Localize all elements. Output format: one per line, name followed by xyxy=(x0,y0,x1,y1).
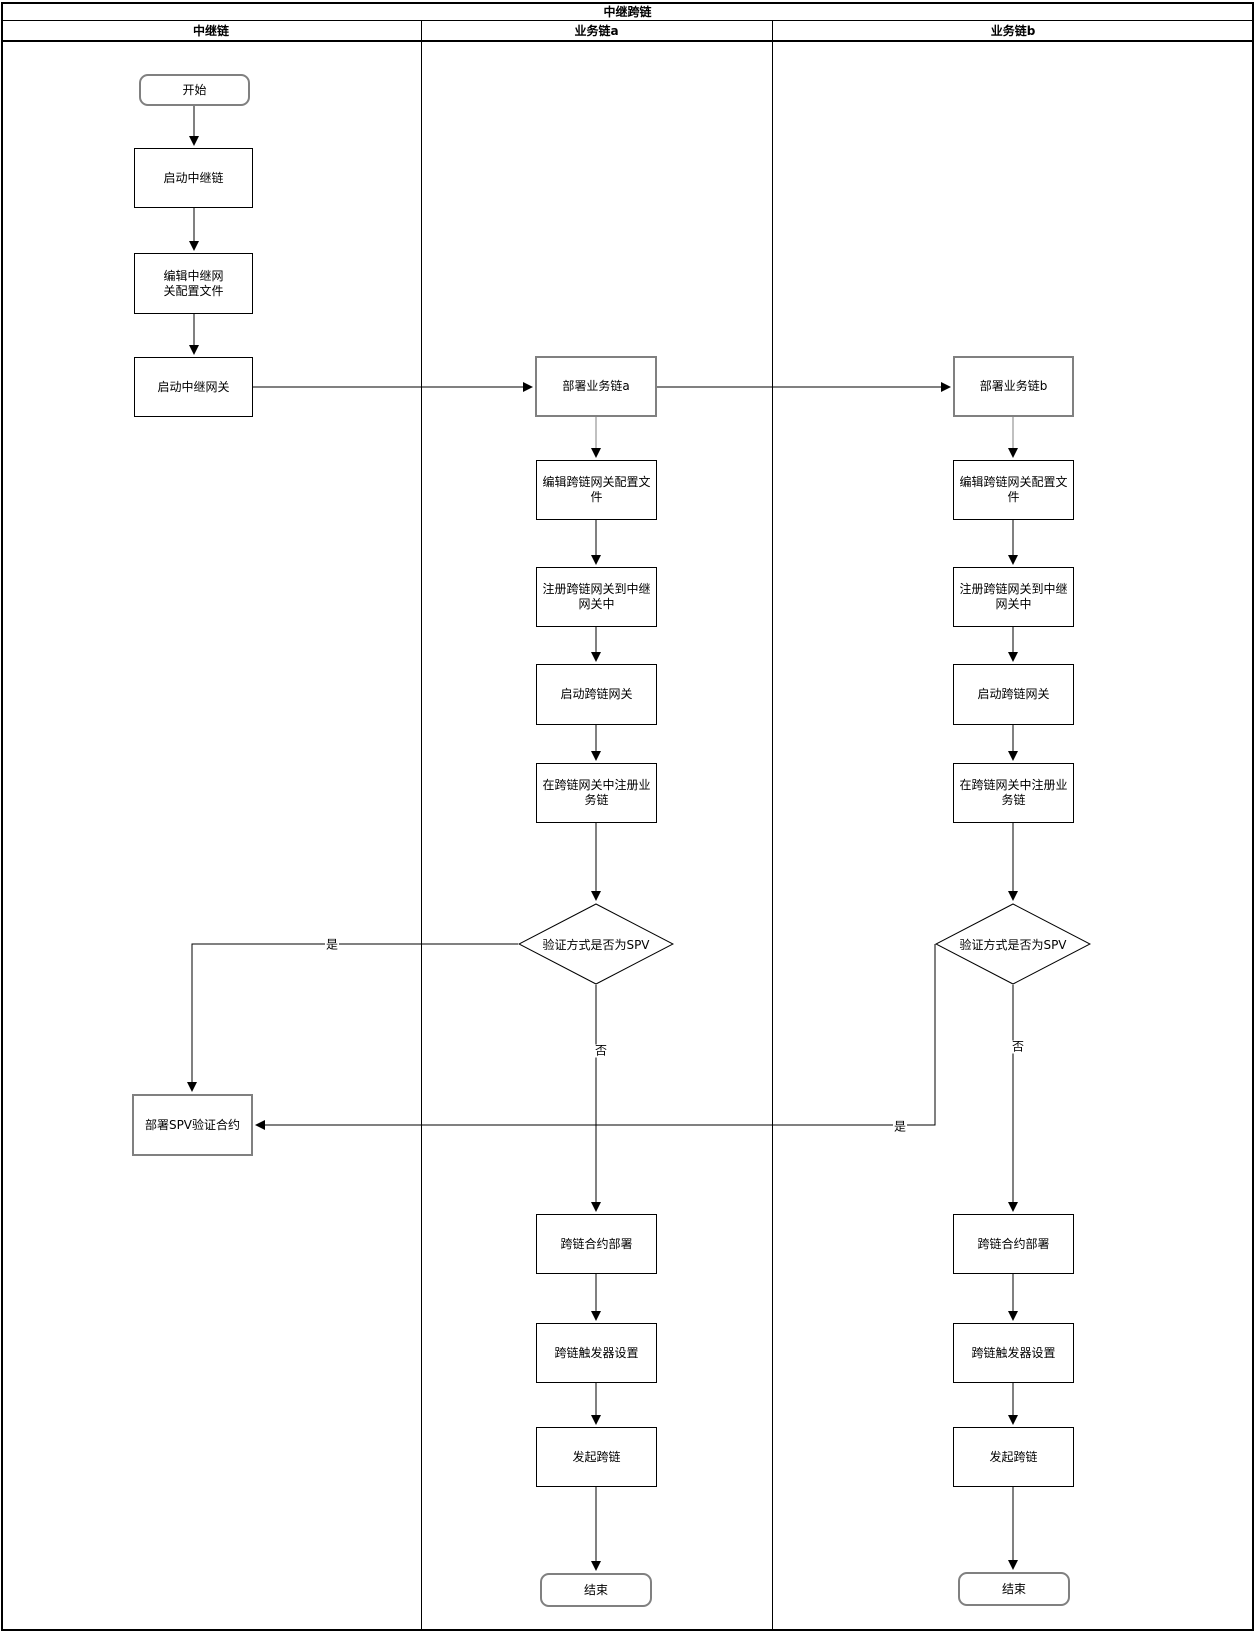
decision-a-diamond-shape xyxy=(518,903,674,985)
edge-label-yes-a: 是 xyxy=(324,937,340,952)
node-start: 开始 xyxy=(139,74,250,106)
lane-header-chain-a: 业务链a xyxy=(574,24,619,38)
lane-header-relay-chain: 中继链 xyxy=(192,24,229,38)
node-trigger-setup-a: 跨链触发器设置 xyxy=(536,1323,657,1383)
pool-title: 中继跨链 xyxy=(603,5,652,19)
node-contract-deploy-a: 跨链合约部署 xyxy=(536,1214,657,1274)
node-edit-gw-config-a: 编辑跨链网关配置文 件 xyxy=(536,460,657,520)
node-deploy-chain-b: 部署业务链b xyxy=(953,356,1074,417)
decision-b-label: 验证方式是否为SPV xyxy=(959,937,1067,952)
node-edit-gw-config-b: 编辑跨链网关配置文 件 xyxy=(953,460,1074,520)
decision-a-label: 验证方式是否为SPV xyxy=(542,937,650,952)
node-register-chain-a: 在跨链网关中注册业 务链 xyxy=(536,763,657,823)
node-start-gw-a: 启动跨链网关 xyxy=(536,664,657,725)
node-start-relay-chain: 启动中继链 xyxy=(134,148,253,208)
node-deploy-spv-contract: 部署SPV验证合约 xyxy=(132,1094,253,1156)
decision-b-diamond-shape xyxy=(935,903,1091,985)
node-edit-relay-gw-config: 编辑中继网 关配置文件 xyxy=(134,253,253,314)
edge-decision-a-yes-to-deploy-spv-contract xyxy=(187,943,518,1092)
node-initiate-a: 发起跨链 xyxy=(536,1427,657,1487)
lane-divider-2 xyxy=(772,20,773,1630)
node-decision-a: 验证方式是否为SPV xyxy=(518,903,674,985)
edge-decision-b-yes-to-deploy-spv-contract xyxy=(255,944,936,1130)
node-register-gw-b: 注册跨链网关到中继 网关中 xyxy=(953,567,1074,627)
title-separator-line xyxy=(1,20,1254,21)
node-deploy-chain-a: 部署业务链a xyxy=(535,356,657,417)
lane-divider-1 xyxy=(421,20,422,1630)
edge-label-no-a: 否 xyxy=(593,1043,609,1058)
node-start-relay-gw: 启动中继网关 xyxy=(134,357,253,417)
node-contract-deploy-b: 跨链合约部署 xyxy=(953,1214,1074,1274)
node-start-gw-b: 启动跨链网关 xyxy=(953,664,1074,725)
node-decision-b: 验证方式是否为SPV xyxy=(935,903,1091,985)
edge-label-no-b: 否 xyxy=(1010,1039,1026,1054)
edge-label-yes-b: 是 xyxy=(892,1119,908,1134)
node-end-a: 结束 xyxy=(540,1573,652,1607)
header-separator-line xyxy=(1,40,1254,42)
node-initiate-b: 发起跨链 xyxy=(953,1427,1074,1487)
node-register-gw-a: 注册跨链网关到中继 网关中 xyxy=(536,567,657,627)
node-trigger-setup-b: 跨链触发器设置 xyxy=(953,1323,1074,1383)
node-end-b: 结束 xyxy=(958,1572,1070,1606)
lane-header-chain-b: 业务链b xyxy=(990,24,1036,38)
node-register-chain-b: 在跨链网关中注册业 务链 xyxy=(953,763,1074,823)
